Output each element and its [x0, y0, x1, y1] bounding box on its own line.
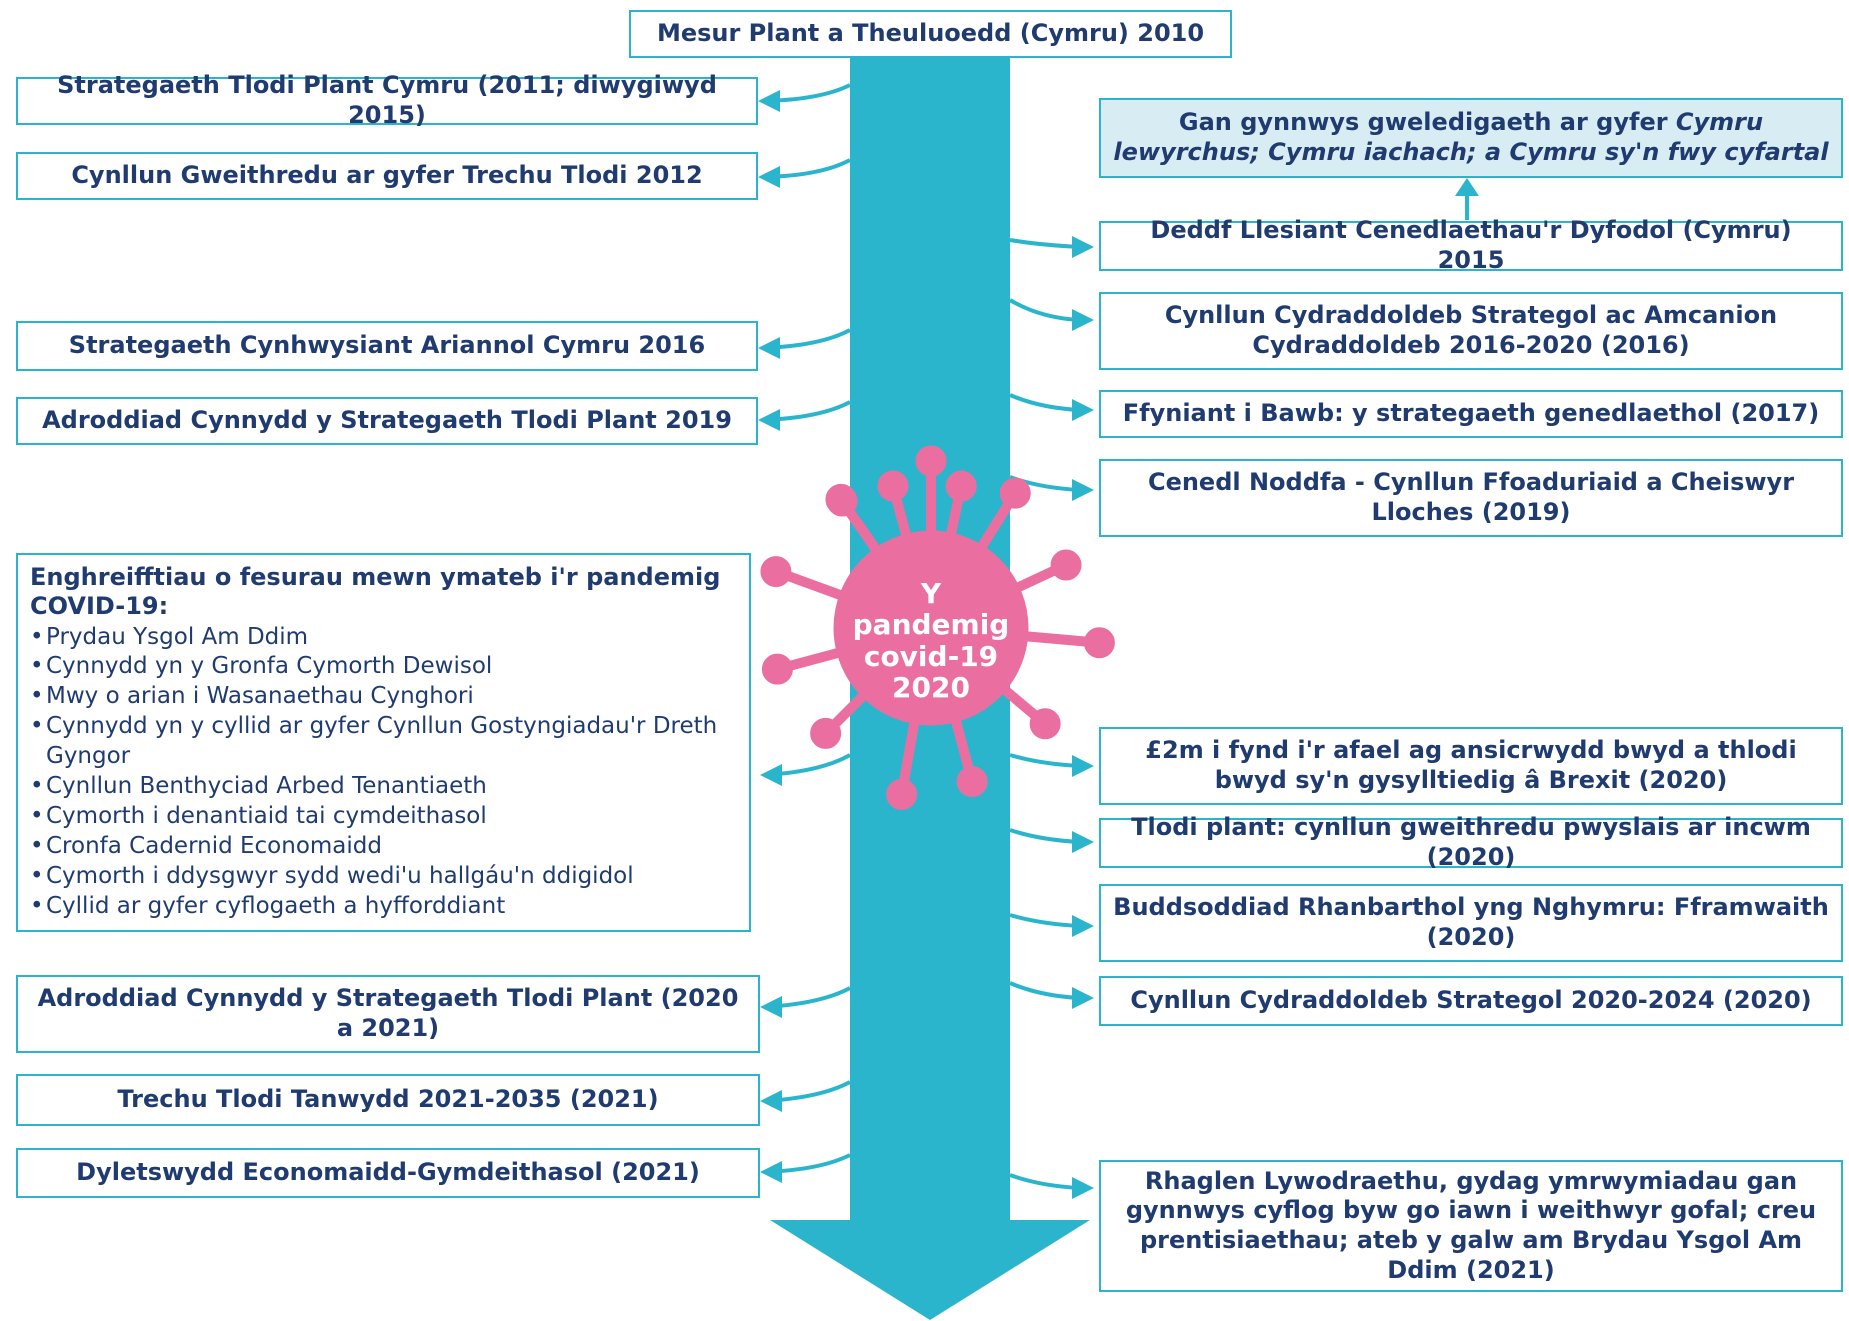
virus-spike-tip: [1029, 708, 1061, 740]
covid-measures-title: Enghreifftiau o fesurau mewn ymateb i'r …: [30, 563, 721, 620]
virus-spike-tip: [945, 470, 977, 502]
branch-arrow-right-6: [1009, 828, 1081, 844]
virus-spike-tip: [915, 445, 947, 477]
virus-spike-tip: [761, 653, 793, 685]
virus-spike-tip: [760, 556, 792, 588]
box-wellbeing-goals-note: Gan gynnwys gweledigaeth ar gyfer Cymru …: [1099, 98, 1843, 178]
box-financial-inclusion-2016: Strategaeth Cynhwysiant Ariannol Cymru 2…: [16, 321, 758, 371]
branch-arrowheads: [758, 90, 1479, 1199]
box-food-poverty-2020: £2m i fynd i'r afael ag ansicrwydd bwyd …: [1099, 727, 1843, 805]
list-item: Mwy o arian i Wasanaethau Cynghori: [30, 682, 737, 712]
virus-spike-tip: [886, 778, 918, 810]
box-progress-report-2019: Adroddiad Cynnydd y Strategaeth Tlodi Pl…: [16, 397, 758, 445]
box-action-plan-2012: Cynllun Gweithredu ar gyfer Trechu Tlodi…: [16, 152, 758, 200]
virus-spike-tip: [1050, 549, 1082, 581]
list-item: Cronfa Cadernid Economaidd: [30, 832, 737, 862]
virus-body: [833, 530, 1029, 726]
box-child-poverty-strategy-2011: Strategaeth Tlodi Plant Cymru (2011; diw…: [16, 71, 758, 129]
box-nation-of-sanctuary-2019: Cenedl Noddfa - Cynllun Ffoaduriaid a Ch…: [1099, 459, 1843, 537]
box-regional-investment-2020: Buddsoddiad Rhanbarthol yng Nghymru: Ffr…: [1099, 884, 1843, 962]
virus-spike-tip: [956, 766, 988, 798]
box-child-poverty-income-2020: Tlodi plant: cynllun gweithredu pwyslais…: [1099, 813, 1843, 871]
box-future-generations-act-2015: Deddf Llesiant Cenedlaethau'r Dyfodol (C…: [1099, 216, 1843, 274]
branch-arrow-right-7: [1009, 913, 1081, 928]
box-socio-economic-duty-2021: Dyletswydd Economaidd-Gymdeithasol (2021…: [16, 1148, 760, 1198]
box-children-families-measure: Mesur Plant a Theuluoedd (Cymru) 2010: [629, 10, 1232, 58]
pandemic-label: Y pandemig covid-19 2020: [852, 577, 1010, 705]
branch-arrow-right-1: [1009, 238, 1081, 249]
virus-spike-tip: [810, 717, 842, 749]
list-item: Cynllun Benthyciad Arbed Tenantiaeth: [30, 772, 737, 802]
list-item: Cyllid ar gyfer cyflogaeth a hyfforddian…: [30, 892, 737, 922]
branch-arrow-right-8: [1009, 981, 1081, 1000]
box-fuel-poverty-2021: Trechu Tlodi Tanwydd 2021-2035 (2021): [16, 1074, 760, 1126]
virus-spike-tip: [999, 477, 1031, 509]
branch-arrow-right-2: [1008, 298, 1081, 322]
virus-icon: [760, 445, 1115, 810]
virus-spike-tip: [877, 470, 909, 502]
branch-arrow-right-3: [1009, 393, 1081, 412]
list-item: Cymorth i ddysgwyr sydd wedi'u hallgáu'n…: [30, 862, 737, 892]
virus-spike-tip: [825, 483, 857, 515]
box-prosperity-for-all-2017: Ffyniant i Bawb: y strategaeth genedlaet…: [1099, 390, 1843, 438]
list-item: Cynnydd yn y Gronfa Cymorth Dewisol: [30, 652, 737, 682]
branch-arrow-right-9: [1009, 1173, 1081, 1190]
branch-arrow-right-5: [1009, 753, 1081, 768]
box-covid-measures: Enghreifftiau o fesurau mewn ymateb i'r …: [16, 553, 751, 932]
list-item: Cynnydd yn y cyllid ar gyfer Cynllun Gos…: [30, 712, 737, 772]
box-programme-for-government-2021: Rhaglen Lywodraethu, gydag ymrwymiadau g…: [1099, 1160, 1843, 1292]
covid-measures-list: Prydau Ysgol Am Ddim Cynnydd yn y Gronfa…: [30, 623, 737, 922]
box-equality-plan-2020: Cynllun Cydraddoldeb Strategol 2020-2024…: [1099, 976, 1843, 1026]
list-item: Prydau Ysgol Am Ddim: [30, 623, 737, 653]
box-equality-plan-2016: Cynllun Cydraddoldeb Strategol ac Amcani…: [1099, 292, 1843, 370]
box-progress-report-2020-2021: Adroddiad Cynnydd y Strategaeth Tlodi Pl…: [16, 975, 760, 1053]
virus-spike-tip: [1083, 627, 1115, 659]
list-item: Cymorth i denantiaid tai cymdeithasol: [30, 802, 737, 832]
